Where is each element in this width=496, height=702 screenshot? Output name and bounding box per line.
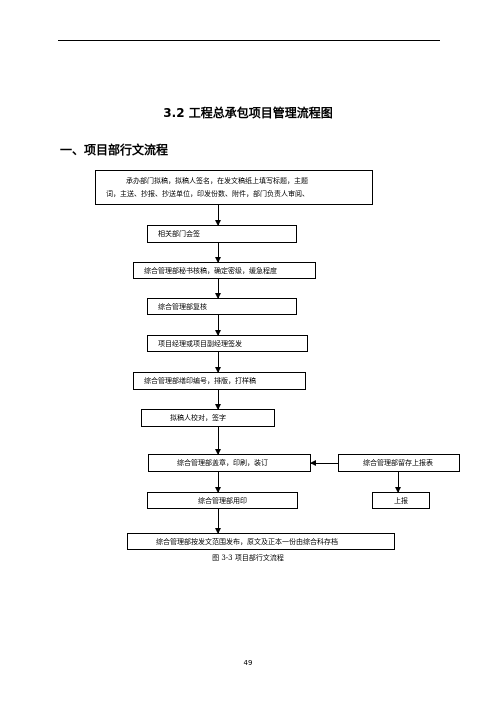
flow-step-distribute: 综合管理部按发文范围发布，原文及正本一份由综合科存档 — [127, 533, 395, 550]
flow-arrow-6 — [215, 390, 221, 410]
header-rule — [58, 40, 440, 41]
flow-step-stamp: 综合管理部用印 — [147, 492, 298, 509]
flow-arrow-3 — [215, 279, 221, 299]
flow-step-approval-label: 项目经理或项目副经理签发 — [158, 339, 242, 348]
flow-step-retain-report: 综合管理部留存上报表 — [338, 454, 460, 472]
flow-step-countersign: 相关部门会签 — [147, 225, 297, 243]
flow-step-proofread-label: 拟稿人校对，签字 — [170, 414, 226, 422]
flow-step-secretary-review: 综合管理部秘书核稿，确定密级，缓急程度 — [133, 262, 316, 279]
flow-step-distribute-label: 综合管理部按发文范围发布，原文及正本一份由综合科存档 — [156, 537, 338, 546]
flow-step-countersign-label: 相关部门会签 — [158, 230, 200, 238]
flow-step-typeset-label: 综合管理部缮印编号，排版，打样稿 — [144, 377, 256, 385]
flow-arrow-8 — [215, 472, 221, 493]
flow-arrow-2 — [215, 243, 221, 263]
flow-step-submit: 上报 — [372, 492, 430, 509]
page-number: 49 — [243, 659, 253, 667]
flow-step-secretary-review-label: 综合管理部秘书核稿，确定密级，缓急程度 — [144, 266, 277, 275]
flow-arrow-4 — [215, 315, 221, 336]
flow-step-approval: 项目经理或项目副经理签发 — [147, 335, 308, 352]
flow-step-submit-label: 上报 — [394, 496, 408, 505]
flow-step-stamp-label: 综合管理部用印 — [198, 496, 247, 505]
flow-arrow-5 — [215, 352, 221, 373]
flow-arrow-9 — [215, 509, 221, 534]
flow-step-proofread: 拟稿人校对，签字 — [141, 409, 275, 427]
flow-step-draft: 承办部门拟稿，拟稿人签名，在发文稿纸上填写标题，主题 词，主送、抄报、抄送单位，… — [95, 170, 373, 205]
flow-step-seal-print-label: 综合管理部盖章，印刷，装订 — [177, 459, 268, 467]
flow-arrow-1 — [215, 205, 221, 226]
flow-step-draft-line2: 词，主送、抄报、抄送单位，印发份数、附件，部门负责人审阅、 — [106, 190, 309, 198]
section-title: 3.2 工程总承包项目管理流程图 — [163, 106, 333, 120]
flow-step-recheck-label: 综合管理部复核 — [158, 302, 207, 311]
flow-arrow-7 — [215, 427, 221, 455]
flow-arrow-side — [310, 460, 338, 466]
flow-arrow-side-down — [395, 472, 401, 493]
flow-step-retain-report-label: 综合管理部留存上报表 — [363, 459, 433, 467]
flow-step-draft-line1: 承办部门拟稿，拟稿人签名，在发文稿纸上填写标题，主题 — [126, 177, 308, 185]
flow-step-recheck: 综合管理部复核 — [147, 298, 297, 315]
flow-step-seal-print: 综合管理部盖章，印刷，装订 — [148, 454, 311, 472]
flow-step-typeset: 综合管理部缮印编号，排版，打样稿 — [133, 372, 306, 390]
figure-caption: 图 3-3 项目部行文流程 — [212, 554, 284, 562]
subsection-title: 一、项目部行文流程 — [60, 143, 169, 157]
